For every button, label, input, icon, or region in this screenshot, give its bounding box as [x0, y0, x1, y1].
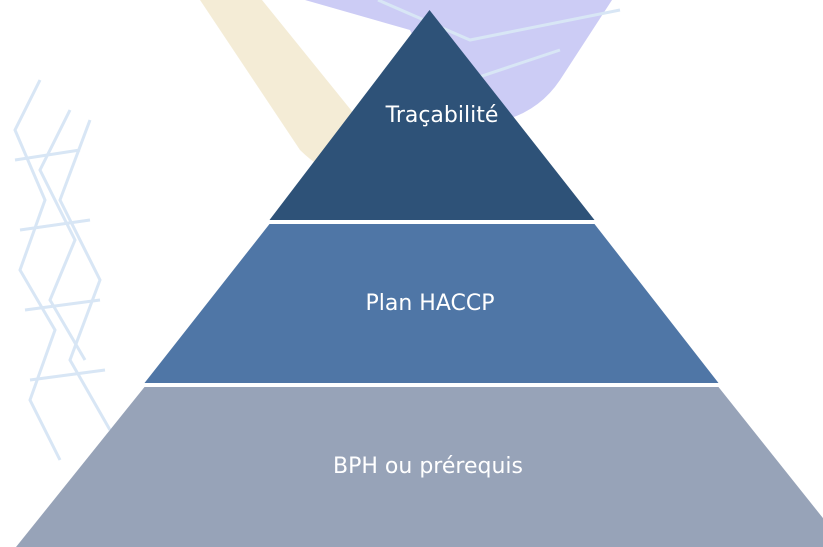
- background-cream-shape: [200, 0, 355, 185]
- tier-label-bph: BPH ou prérequis: [333, 454, 523, 479]
- pyramid-tier-bottom: [16, 387, 823, 547]
- tier-label-tracabilite: Traçabilité: [385, 103, 499, 128]
- tier-label-plan-haccp: Plan HACCP: [366, 291, 495, 316]
- pyramid-tier-top: [269, 10, 595, 220]
- pyramid-tier-middle: [144, 224, 719, 383]
